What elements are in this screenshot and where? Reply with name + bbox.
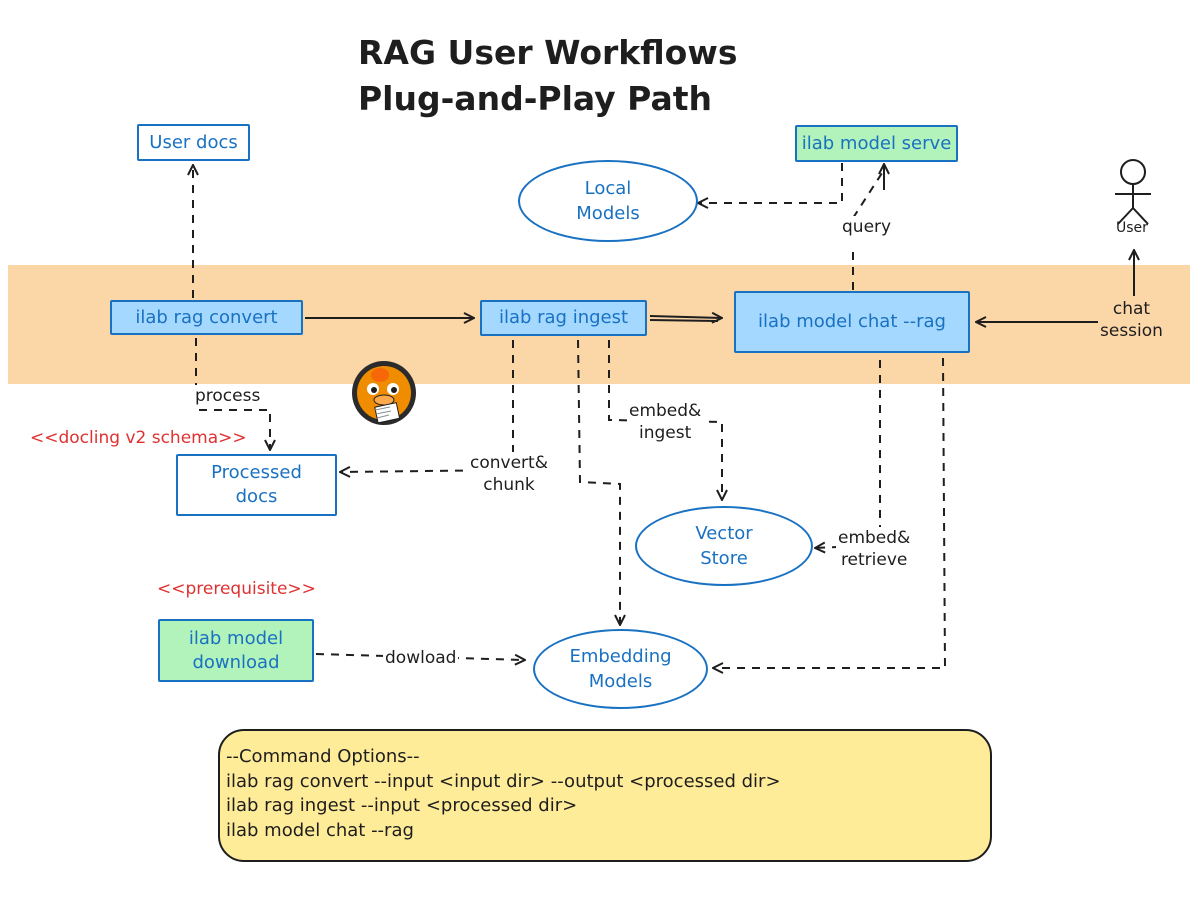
processed-docs-line-2: docs [235,486,278,507]
duck-mascot-icon [352,361,416,425]
processed-docs-node: Processed docs [176,454,337,516]
command-options-note: --Command Options-- ilab rag convert --i… [218,729,992,862]
model-download-line-1: ilab model [188,627,284,649]
model-download-line-2: download [192,651,280,673]
title-line-2: Plug-and-Play Path [358,79,712,118]
model-chat-label: ilab model chat --rag [758,311,946,332]
embed-ingest-line-2: ingest [639,423,692,443]
embedding-models-node: Embedding Models [533,629,708,709]
model-chat-node: ilab model chat --rag [734,291,970,353]
command-options-header: --Command Options-- [226,746,420,767]
convert-chunk-line-1: convert& [470,453,548,473]
embedding-models-line-1: Embedding [569,646,672,667]
download-label: dowload [383,647,459,669]
local-models-line-2: Models [576,203,640,224]
rag-convert-label: ilab rag convert [135,306,278,328]
user-docs-label: User docs [149,131,238,153]
prerequisite-stereotype: <<prerequisite>> [157,579,316,599]
chat-session-line-1: chat [1112,299,1151,319]
rag-ingest-node: ilab rag ingest [480,300,647,336]
convert-chunk-label: convert& chunk [468,452,550,496]
command-line-chat: ilab model chat --rag [226,819,414,841]
edge-download-to-embedding [315,653,525,660]
model-download-node: ilab model download [158,619,314,682]
user-actor-label: User [1116,220,1148,236]
edge-convert-to-processed [195,338,270,450]
embedding-models-line-2: Models [588,671,653,692]
command-line-ingest: ilab rag ingest --input <processed dir> [226,795,578,816]
diagram-title: RAG User Workflows Plug-and-Play Path [358,30,737,122]
local-models-line-1: Local [584,178,632,199]
model-serve-label: ilab model serve [801,132,952,154]
edge-ingest-to-chat [649,316,722,318]
embed-retrieve-line-2: retrieve [840,550,908,570]
model-serve-node: ilab model serve [795,125,958,162]
embed-ingest-label: embed& ingest [627,400,704,444]
process-label: process [193,385,263,407]
rag-ingest-label: ilab rag ingest [498,307,629,328]
local-models-node: Local Models [518,160,698,242]
edge-serve-to-local [698,163,843,203]
embed-ingest-line-1: embed& [629,401,702,421]
chat-session-label: chat session [1098,298,1165,342]
embed-retrieve-label: embed& retrieve [836,527,913,571]
embed-retrieve-line-1: embed& [838,528,911,548]
vector-store-line-2: Store [700,548,748,569]
user-actor-icon [1115,159,1151,225]
title-line-1: RAG User Workflows [358,33,738,72]
edge-ingest-to-embedding [577,339,620,625]
edge-ingest-to-processed [340,340,514,472]
edge-chat-to-serve [852,169,885,290]
edge-chat-to-vector [815,360,881,548]
vector-store-node: Vector Store [635,506,813,586]
query-label: query [840,216,894,238]
user-docs-node: User docs [137,124,250,161]
convert-chunk-line-2: chunk [483,475,535,495]
docling-schema-stereotype: <<docling v2 schema>> [30,428,247,448]
rag-convert-node: ilab rag convert [110,300,303,335]
processed-docs-line-1: Processed [211,462,302,483]
chat-session-line-2: session [1100,321,1163,341]
vector-store-line-1: Vector [695,523,753,544]
command-line-convert: ilab rag convert --input <input dir> --o… [226,770,781,792]
